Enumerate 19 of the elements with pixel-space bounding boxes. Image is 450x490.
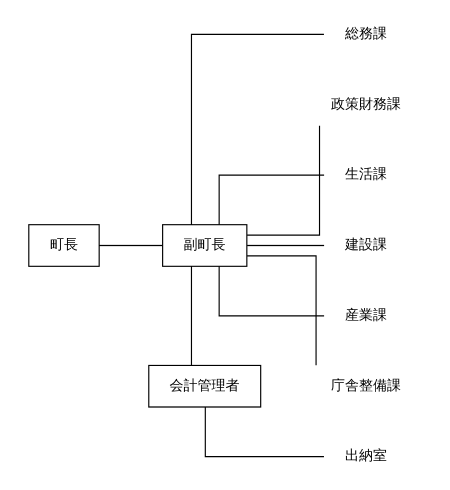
node-text: 生活課 <box>344 166 387 182</box>
connector <box>218 174 324 224</box>
connector <box>246 125 320 236</box>
node-text: 産業課 <box>344 306 387 323</box>
connector <box>246 244 324 246</box>
node-box: 町長 <box>28 224 100 266</box>
connector <box>246 254 316 365</box>
node-text: 政策財務課 <box>330 96 401 112</box>
connector <box>204 406 324 457</box>
node-text: 建設課 <box>344 236 387 253</box>
node-box: 副町長 <box>162 224 247 266</box>
connector <box>99 244 162 246</box>
node-text: 総務課 <box>344 25 387 42</box>
node-text: 庁舎整備課 <box>330 377 401 394</box>
connector <box>218 266 324 316</box>
node-text: 出納室 <box>344 448 387 464</box>
connector <box>190 33 324 224</box>
node-box: 会計管理者 <box>148 364 261 408</box>
connector <box>190 266 192 365</box>
